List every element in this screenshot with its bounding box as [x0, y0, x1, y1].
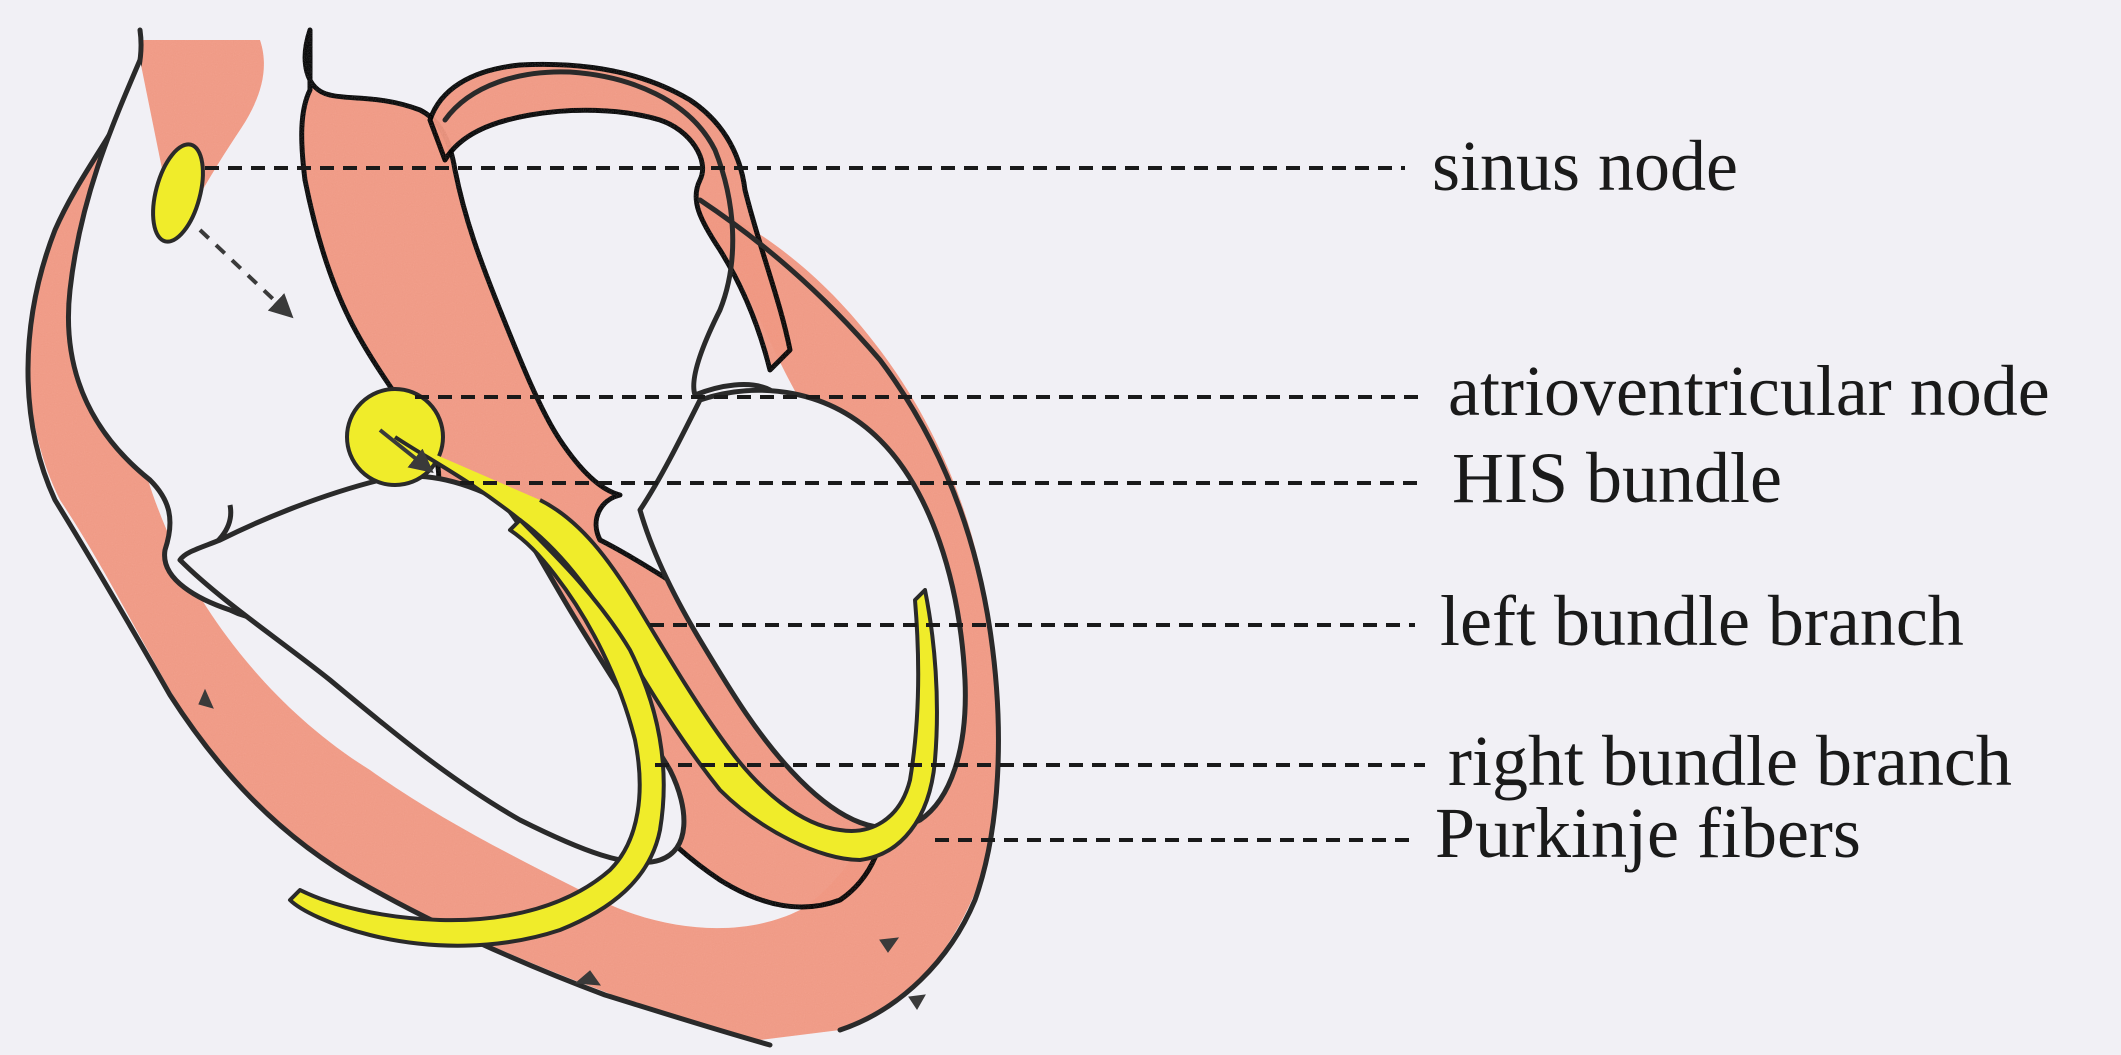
label-sinus-node: sinus node [1432, 126, 1738, 206]
label-purkinje-fibers: Purkinje fibers [1435, 793, 1861, 873]
label-av-node: atrioventricular node [1448, 351, 2050, 431]
arrow-apex-bottom [909, 995, 925, 1009]
sinus-to-av-arrow [200, 230, 290, 315]
label-right-bundle-branch: right bundle branch [1448, 721, 2012, 801]
label-his-bundle: HIS bundle [1452, 438, 1782, 518]
label-left-bundle-branch: left bundle branch [1440, 581, 1964, 661]
